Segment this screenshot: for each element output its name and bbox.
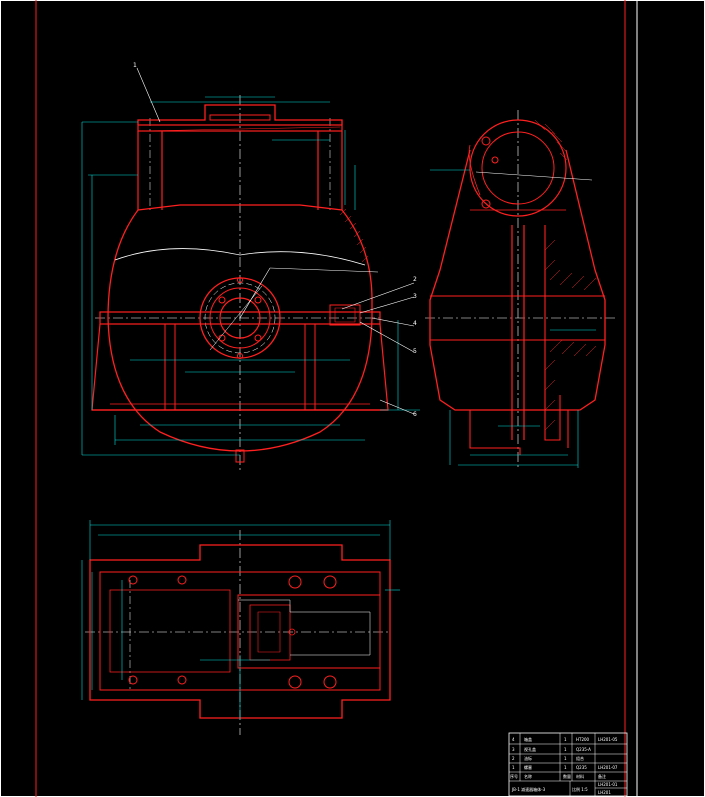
balloon-2: 2 (413, 276, 417, 283)
title-block-cell: 油标 (524, 755, 532, 761)
title-block-cell: 2 (512, 756, 515, 761)
title-block-cell: 数量 (563, 773, 571, 779)
balloon-1: 1 (133, 62, 137, 69)
front-dimensions (81, 96, 420, 456)
balloon-6: 6 (413, 411, 417, 418)
title-block-cell: LH201-07 (598, 765, 618, 770)
title-block-cell: 3 (512, 747, 515, 752)
balloon-4: 4 (413, 320, 417, 327)
balloon-3: 3 (413, 293, 417, 300)
title-block-cell: Q235 (576, 765, 587, 770)
title-block-cell: 备注 (598, 773, 606, 779)
title-block-cell: 1 (564, 765, 567, 770)
title-block-cell: 1 (564, 737, 567, 742)
title-block-cell: 1 (512, 765, 515, 770)
title-block-cell: 序号 (510, 773, 518, 779)
title-block-cell: 1 (564, 756, 567, 761)
balloon-5: 5 (413, 348, 417, 355)
title-block-cell: 螺塞 (524, 764, 532, 770)
title-block-cell: 名称 (524, 773, 532, 779)
drawing-title: JB-1 减速器箱体-3 (511, 786, 546, 792)
top-dimensions (81, 520, 400, 720)
title-block-cell: 1 (564, 747, 567, 752)
title-block (508, 732, 628, 797)
title-block-cell: 视孔盖 (524, 746, 536, 752)
title-block-cell: 组合 (576, 755, 584, 761)
top-view (85, 530, 391, 735)
title-block-code: LH201 (598, 790, 611, 795)
title-block-cell: 箱盖 (524, 736, 532, 742)
title-block-cell: 材料 (576, 773, 584, 779)
title-block-scale: 比例 1:5 (572, 786, 588, 792)
front-view (91, 95, 389, 470)
title-block-cell: LH201-05 (598, 737, 618, 742)
side-dimensions (430, 169, 596, 468)
title-block-code-top: LH201-01 (598, 782, 618, 787)
title-block-cell: HT200 (576, 737, 590, 742)
title-block-cell: 4 (512, 737, 515, 742)
title-block-cell: Q235-A (576, 747, 591, 752)
balloon-leaders (136, 67, 415, 415)
side-view (425, 110, 618, 470)
